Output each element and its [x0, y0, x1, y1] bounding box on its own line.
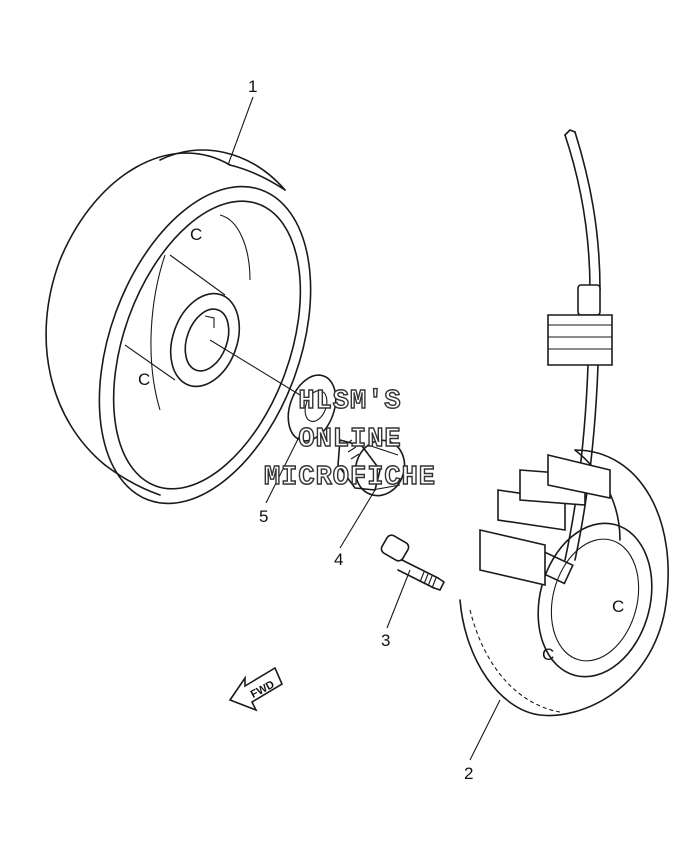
- callout-4: 4: [334, 550, 343, 569]
- callout-2: 2: [464, 764, 473, 783]
- fwd-arrow: FWD: [228, 666, 284, 712]
- watermark: HLSM'S ONLINE MICROFICHE: [263, 386, 436, 493]
- callout-1: 1: [248, 77, 257, 96]
- washer: [287, 374, 337, 442]
- stator-assembly: C C: [459, 129, 669, 717]
- stator-mark: C: [542, 645, 554, 664]
- bolt: [380, 534, 445, 591]
- watermark-line-1: HLSM'S: [298, 387, 401, 417]
- flywheel-mark-lower: C: [138, 370, 150, 389]
- leader-lines: [227, 96, 501, 761]
- callout-3: 3: [381, 631, 390, 650]
- flywheel-mark: C: [190, 225, 202, 244]
- flywheel-rotor: C C: [45, 149, 312, 505]
- callout-5: 5: [259, 507, 268, 526]
- watermark-line-2: ONLINE: [298, 425, 401, 455]
- stator-mark-right: C: [612, 597, 624, 616]
- watermark-line-3: MICROFICHE: [264, 463, 436, 493]
